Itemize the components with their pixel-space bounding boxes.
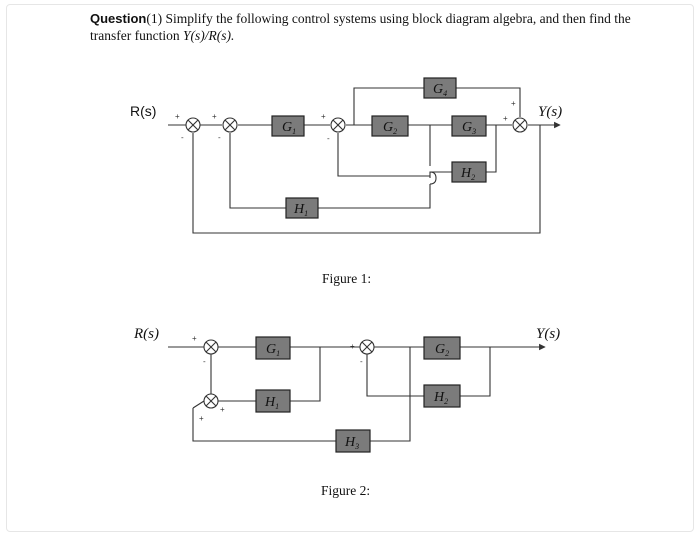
sign: -: [360, 357, 363, 366]
fig1-g4-path: [456, 87, 521, 117]
fig1-block-g2: G2: [371, 115, 409, 137]
transfer-function: Y(s)/R(s).: [182, 28, 235, 43]
sign: +: [212, 112, 217, 121]
sign: +: [350, 342, 355, 351]
sign: +: [199, 414, 204, 423]
svg-text:G4: G4: [433, 82, 447, 98]
svg-text:H1: H1: [293, 202, 308, 218]
fig1-g4-path: [353, 87, 424, 125]
question-body: Simplify the following control systems u…: [90, 11, 631, 43]
fig1-block-g1: G1: [271, 115, 305, 137]
question-label: Question: [90, 11, 147, 26]
fig1-sum-1: [185, 117, 201, 133]
fig2-h3-return: [192, 408, 336, 442]
fig2-block-h3: H3: [335, 429, 371, 453]
svg-text:H2: H2: [460, 166, 475, 182]
fig1-outer-feedback: [192, 125, 541, 234]
sign: -: [218, 133, 221, 142]
fig2-block-g1: G1: [255, 336, 291, 360]
fig1-input-label: R(s): [130, 103, 156, 119]
fig1-block-g4: G4: [423, 77, 457, 99]
sign: +: [175, 112, 180, 121]
fig1-h1-return: [229, 133, 286, 209]
fig1-h2-return: [337, 133, 430, 177]
sign: -: [181, 133, 184, 142]
svg-text:H2: H2: [433, 390, 448, 406]
fig1-output-label: Y(s): [538, 104, 562, 120]
fig2-h2-return: [366, 354, 424, 397]
fig2-caption: Figure 2:: [321, 483, 370, 498]
svg-text:G1: G1: [266, 342, 280, 358]
fig1-sum-3: [330, 117, 346, 133]
fig2-h2-path: [460, 347, 491, 397]
sign: -: [327, 134, 330, 143]
question-number: (1): [146, 11, 163, 26]
fig2-block-h1: H1: [255, 389, 291, 413]
sign: +: [220, 405, 225, 414]
fig2-sum-2: [203, 393, 219, 409]
svg-text:G2: G2: [383, 120, 397, 136]
fig1-block-g3: G3: [451, 115, 487, 137]
svg-text:G2: G2: [435, 342, 449, 358]
fig2-h1-path: [290, 347, 321, 402]
fig2-sum-3: [359, 339, 375, 355]
question-text: Question(1) Simplify the following contr…: [90, 10, 650, 44]
sign: +: [511, 99, 516, 108]
fig2-block-g2: G2: [423, 336, 461, 360]
fig1-crossover: [429, 171, 437, 185]
figure-1: R(s) Y(s): [130, 77, 562, 286]
svg-text:G3: G3: [462, 120, 476, 136]
fig2-output-label: Y(s): [536, 326, 560, 342]
svg-text:H3: H3: [344, 435, 359, 451]
sign: +: [503, 114, 508, 123]
sign: -: [203, 357, 206, 366]
fig1-caption: Figure 1:: [322, 271, 371, 286]
fig1-sum-4: [512, 117, 528, 133]
fig1-sum-2: [222, 117, 238, 133]
fig1-block-h1: H1: [285, 197, 319, 219]
fig1-h2-path: [486, 125, 497, 173]
fig1-block-h2: H2: [451, 161, 487, 183]
fig2-input-label: R(s): [133, 326, 159, 342]
fig1-h1-path: [318, 184, 431, 209]
svg-text:G1: G1: [282, 120, 296, 136]
sign: +: [192, 334, 197, 343]
fig2-block-h2: H2: [423, 384, 461, 408]
fig2-h3-path: [370, 347, 411, 442]
figure-2: R(s) Y(s) +: [133, 326, 560, 498]
fig2-h3-return: [192, 400, 205, 409]
svg-text:H1: H1: [264, 395, 279, 411]
sign: +: [321, 112, 326, 121]
fig2-sum-1: [203, 339, 219, 355]
